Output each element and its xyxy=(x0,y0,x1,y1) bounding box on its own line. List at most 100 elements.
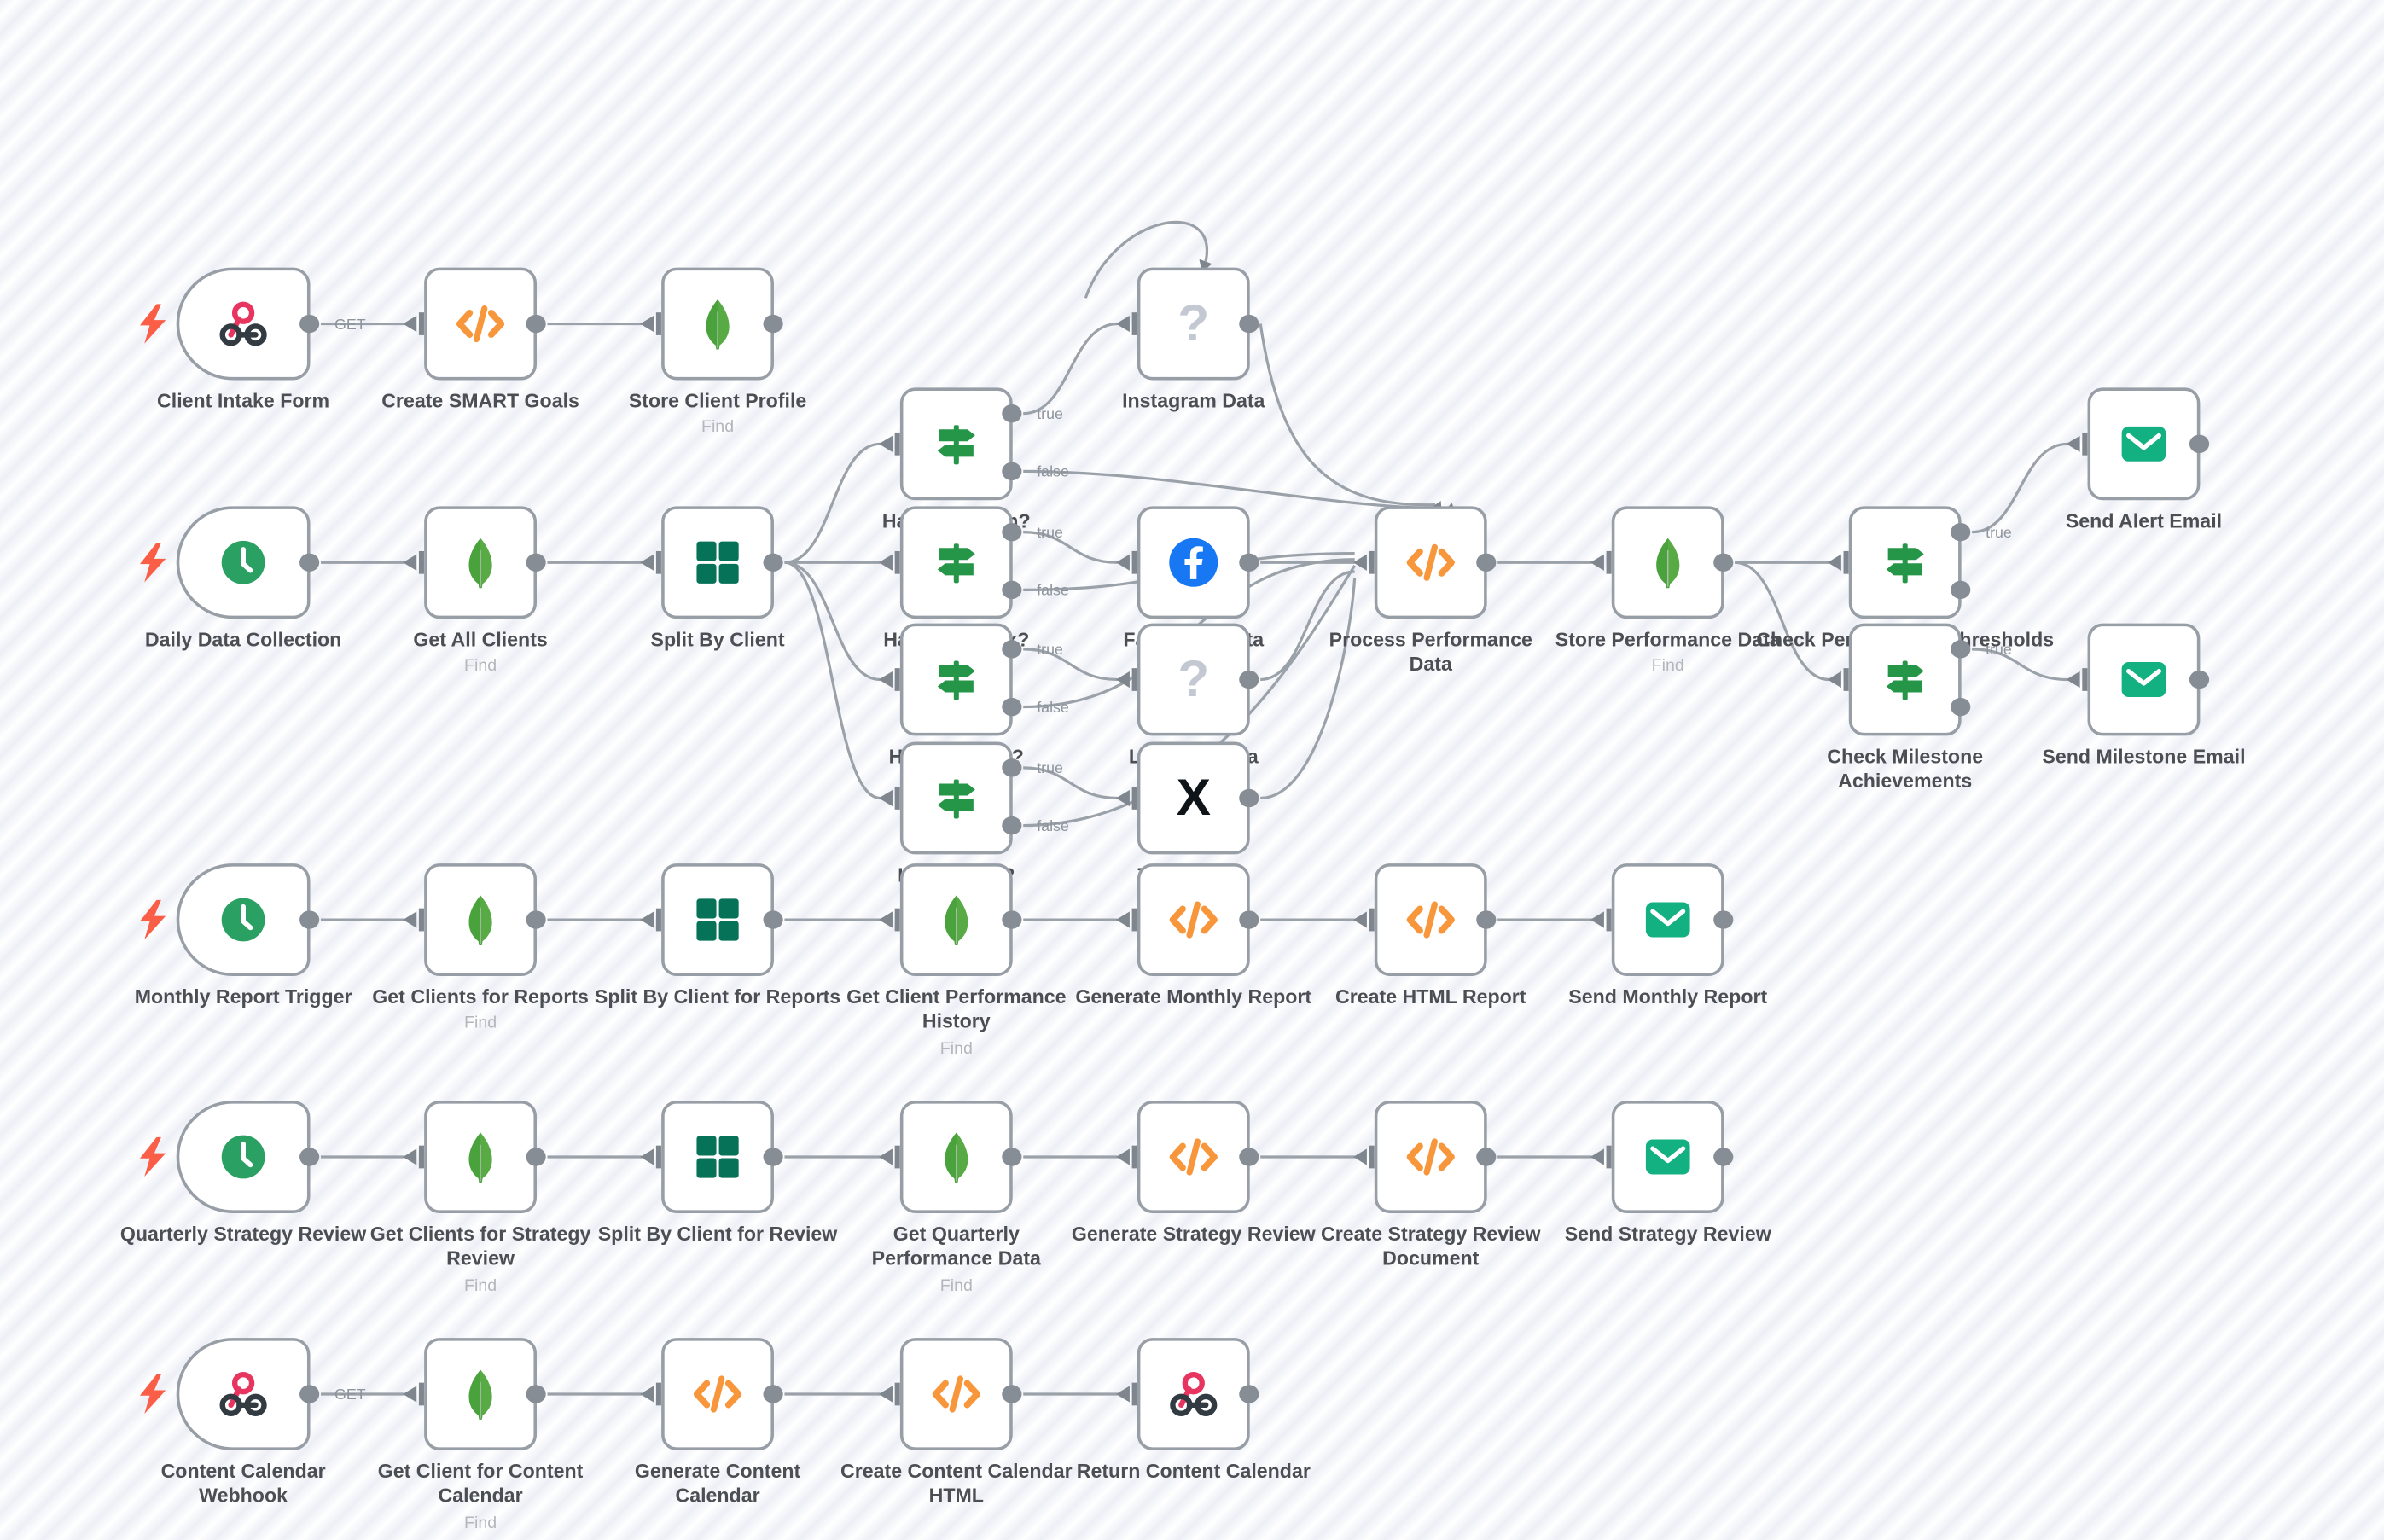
output-port[interactable] xyxy=(1476,553,1497,572)
connection-split-by-client-has-twitter[interactable] xyxy=(784,561,881,800)
node-split-by-client-for-review[interactable]: Split By Client for Review xyxy=(598,1101,837,1245)
output-port[interactable] xyxy=(526,1385,546,1403)
output-port[interactable] xyxy=(1239,1385,1259,1403)
node-send-strategy-review[interactable]: Send Strategy Review xyxy=(1565,1101,1771,1245)
node-monthly-report-trigger[interactable]: Monthly Report Trigger xyxy=(135,863,352,1008)
input-port[interactable] xyxy=(877,1143,903,1171)
output-port[interactable] xyxy=(763,314,783,334)
input-port[interactable] xyxy=(638,311,664,338)
output-port-false[interactable] xyxy=(1002,580,1022,600)
input-port[interactable] xyxy=(1826,665,1852,693)
input-port[interactable] xyxy=(401,311,427,338)
input-port[interactable] xyxy=(401,1143,427,1171)
node-send-milestone-email[interactable]: Send Milestone Email xyxy=(2042,623,2246,768)
output-port[interactable] xyxy=(2189,670,2210,689)
output-port[interactable] xyxy=(763,1385,783,1403)
output-port-false[interactable] xyxy=(1002,462,1022,481)
connection-has-twitter-twitter-data[interactable] xyxy=(1023,766,1118,800)
output-port[interactable] xyxy=(2189,434,2210,454)
output-port-true[interactable] xyxy=(1002,758,1022,777)
node-instagram-data[interactable]: ?Instagram Data xyxy=(1115,267,1265,412)
input-port[interactable] xyxy=(638,1143,664,1171)
input-port[interactable] xyxy=(1826,549,1852,576)
output-port[interactable] xyxy=(526,1148,546,1166)
output-port-true[interactable] xyxy=(1002,522,1022,542)
input-port[interactable] xyxy=(877,430,903,457)
node-generate-strategy-review[interactable]: Generate Strategy Review xyxy=(1072,1101,1316,1245)
output-port-true[interactable] xyxy=(1002,640,1022,659)
output-port[interactable] xyxy=(526,553,546,572)
input-port[interactable] xyxy=(877,1380,903,1408)
node-has-twitter[interactable]: Has Twitter? xyxy=(878,741,1022,886)
node-has-linkedin[interactable]: Has LinkedIn? xyxy=(878,623,1024,768)
input-port[interactable] xyxy=(401,906,427,933)
input-port[interactable] xyxy=(1352,906,1377,933)
input-port[interactable] xyxy=(877,665,903,693)
output-port[interactable] xyxy=(1476,1148,1497,1166)
node-check-performance-thresholds[interactable]: Check Performance Thresholds xyxy=(1756,506,2054,651)
output-port[interactable] xyxy=(1239,553,1259,572)
connection-store-performance-data-check-milestone-achievements[interactable] xyxy=(1735,561,1829,682)
output-port[interactable] xyxy=(1239,670,1259,689)
input-port[interactable] xyxy=(638,906,664,933)
input-port[interactable] xyxy=(877,549,903,576)
input-port[interactable] xyxy=(1114,665,1140,693)
input-port[interactable] xyxy=(1114,784,1140,811)
output-port[interactable] xyxy=(1002,1385,1022,1403)
output-port[interactable] xyxy=(299,910,320,929)
node-client-intake-form[interactable]: Client Intake Form xyxy=(139,267,329,412)
output-port[interactable] xyxy=(1239,910,1259,929)
output-port-false[interactable] xyxy=(1951,697,1971,717)
input-port[interactable] xyxy=(401,1380,427,1408)
output-port[interactable] xyxy=(763,910,783,929)
output-port[interactable] xyxy=(1239,314,1259,334)
output-port[interactable] xyxy=(763,1148,783,1166)
output-port[interactable] xyxy=(1713,1148,1734,1166)
output-port-false[interactable] xyxy=(1002,816,1022,835)
connection-arc-point[interactable] xyxy=(1084,220,1209,299)
connection-linkedin-data-process-performance-data[interactable] xyxy=(1260,570,1355,682)
output-port[interactable] xyxy=(1713,910,1734,929)
input-port[interactable] xyxy=(1589,1143,1614,1171)
output-port[interactable] xyxy=(763,553,783,572)
output-port-true[interactable] xyxy=(1951,640,1971,659)
connection-split-by-client-has-instagram[interactable] xyxy=(784,442,881,564)
input-port[interactable] xyxy=(1114,1143,1140,1171)
node-send-alert-email[interactable]: Send Alert Email xyxy=(2066,387,2222,532)
node-has-instagram[interactable]: Has Instagram? xyxy=(878,387,1031,532)
output-port[interactable] xyxy=(299,553,320,572)
input-port[interactable] xyxy=(638,549,664,576)
connection-has-linkedin-linkedin-data[interactable] xyxy=(1023,648,1118,682)
output-port-true[interactable] xyxy=(1002,404,1022,423)
node-split-by-client[interactable]: Split By Client xyxy=(640,506,785,651)
node-generate-monthly-report[interactable]: Generate Monthly Report xyxy=(1075,863,1311,1008)
input-port[interactable] xyxy=(1352,1143,1377,1171)
node-twitter-data[interactable]: XTwitter Data xyxy=(1115,741,1259,886)
input-port[interactable] xyxy=(1352,549,1377,576)
output-port[interactable] xyxy=(1713,553,1734,572)
output-port-false[interactable] xyxy=(1002,697,1022,717)
input-port[interactable] xyxy=(1589,549,1614,576)
output-port[interactable] xyxy=(299,1385,320,1403)
input-port[interactable] xyxy=(2065,430,2090,457)
input-port[interactable] xyxy=(1114,906,1140,933)
output-port[interactable] xyxy=(1476,910,1497,929)
input-port[interactable] xyxy=(1114,1380,1140,1408)
input-port[interactable] xyxy=(1589,906,1614,933)
input-port[interactable] xyxy=(638,1380,664,1408)
connection-split-by-client-has-linkedin[interactable] xyxy=(784,561,881,682)
node-daily-data-collection[interactable]: Daily Data Collection xyxy=(139,506,341,651)
node-return-content-calendar[interactable]: Return Content Calendar xyxy=(1077,1338,1311,1482)
output-port[interactable] xyxy=(299,1148,320,1166)
